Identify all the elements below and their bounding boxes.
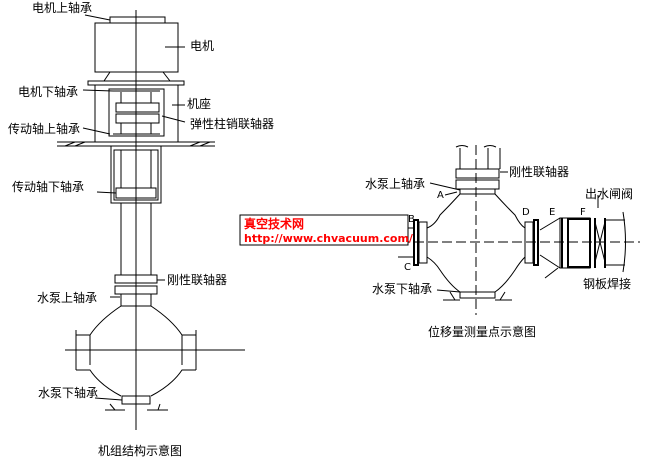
unit-structure-diagram: 电机上轴承 电机 电机下轴承 机座 传动轴上轴承 弹性柱销联轴器 传动轴下轴承 …: [8, 0, 274, 458]
drive-shaft: [120, 150, 152, 275]
caption-unit-structure: 机组结构示意图: [98, 443, 182, 458]
label-steel-plate-weld: 钢板焊接: [583, 276, 631, 291]
floor-hatch: [64, 141, 211, 147]
motor-upper-bearing-shape: [109, 16, 166, 24]
leader-lines: [82, 14, 186, 401]
outlet-valve-shape: [594, 211, 626, 273]
steel-pipe-section: [559, 217, 591, 269]
drive-lower-housing: [110, 145, 162, 204]
pump-neck: [120, 293, 152, 307]
point-c: C: [404, 262, 411, 273]
watermark: 真空技术网 http://www.chvacuum.com/: [239, 214, 414, 246]
coupling-disc-lower: [115, 113, 160, 124]
watermark-url[interactable]: http://www.chvacuum.com/: [244, 232, 414, 245]
label-motor: 电机: [190, 39, 214, 53]
coupling-disc-upper: [115, 102, 160, 113]
coupling-housing: [108, 88, 165, 137]
measurement-point-diagram: A B C D E F 刚性联轴器 水泵上轴承 水泵下轴承 出水闸阀 钢板焊接 …: [365, 145, 640, 339]
point-a: A: [437, 190, 444, 201]
leader-lines: [429, 171, 599, 293]
pump-bottom-feet: [443, 291, 512, 301]
pipe-reducer: [398, 217, 561, 269]
weld-flanges: [561, 218, 606, 268]
base-frame: [94, 85, 179, 142]
rigid-coupling-upper: [114, 274, 158, 284]
point-b: B: [408, 214, 415, 225]
label-motor-upper-bearing: 电机上轴承: [32, 0, 92, 15]
watermark-box: [239, 214, 409, 246]
left-flange-plate: [413, 219, 419, 266]
label-right-pump-lower-bearing: 水泵下轴承: [372, 281, 432, 296]
pump-body-outline: [426, 193, 526, 293]
point-e: E: [549, 207, 555, 218]
pump-feet: [105, 403, 168, 411]
label-motor-lower-bearing: 电机下轴承: [18, 84, 78, 99]
label-right-rigid-coupling: 刚性联轴器: [509, 164, 569, 179]
right-rigid-coupling-upper: [455, 168, 500, 179]
caption-measurement-points: 位移量测量点示意图: [428, 324, 536, 339]
label-drive-upper-bearing: 传动轴上轴承: [8, 121, 80, 136]
label-base: 机座: [187, 96, 211, 111]
coupling-shafts: [113, 90, 160, 135]
label-pump-lower-bearing: 水泵下轴承: [38, 385, 98, 400]
motor-feet: [103, 71, 171, 82]
right-flange-plate: [533, 219, 539, 266]
label-pump-upper-bearing: 水泵上轴承: [37, 290, 97, 305]
label-right-pump-upper-bearing: 水泵上轴承: [365, 176, 425, 191]
label-drive-lower-bearing: 传动轴下轴承: [12, 179, 84, 194]
pump-bottom-bearing-shape: [459, 291, 496, 299]
watermark-title: 真空技术网: [244, 216, 304, 231]
point-d: D: [522, 207, 530, 218]
label-elastic-coupling: 弹性柱销联轴器: [190, 116, 274, 131]
point-f: F: [580, 207, 586, 218]
right-rigid-coupling-lower: [455, 179, 500, 190]
motor-base-plate: [87, 80, 185, 86]
shaft-break: [455, 145, 501, 169]
drive-lower-inner: [113, 149, 159, 201]
pump-top-neck: [459, 188, 496, 195]
label-outlet-valve: 出水闸阀: [585, 187, 633, 201]
label-rigid-coupling: 刚性联轴器: [167, 272, 227, 287]
